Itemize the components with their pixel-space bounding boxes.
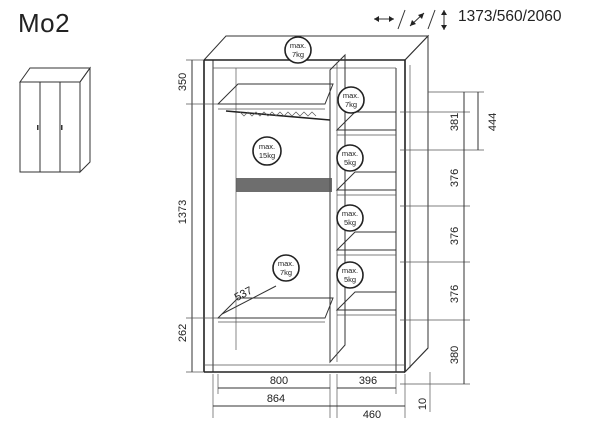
hanging-rail <box>239 111 317 117</box>
load-badge: max. 7kg <box>284 36 312 64</box>
load-badges: max. 7kg max. 7kg max. 15kg max. 5kg max… <box>252 36 365 289</box>
closed-wardrobe-thumbnail <box>19 66 91 174</box>
bottom-dimensions: 800 864 396 460 <box>212 374 406 421</box>
svg-text:max.: max. <box>278 259 294 268</box>
svg-text:max.: max. <box>342 266 358 275</box>
svg-text:7kg: 7kg <box>280 268 292 277</box>
overall-dimensions: 1373/560/2060 <box>458 8 562 25</box>
load-badge: max. 5kg <box>336 144 364 172</box>
dimension-icons <box>374 9 447 30</box>
svg-text:7kg: 7kg <box>292 50 304 59</box>
svg-text:5kg: 5kg <box>344 275 356 284</box>
load-badge: max. 5kg <box>336 204 364 232</box>
load-badge: max. 7kg <box>337 86 365 114</box>
svg-text:5kg: 5kg <box>344 158 356 167</box>
load-badge: max. 15kg <box>252 136 282 166</box>
svg-text:max.: max. <box>342 209 358 218</box>
depth-arrow-icon <box>409 12 425 27</box>
svg-text:15kg: 15kg <box>259 151 275 160</box>
dim-396: 396 <box>359 375 377 387</box>
dim-444: 444 <box>487 113 499 131</box>
load-badge: max. 5kg <box>336 261 364 289</box>
wardrobe-drawing <box>202 34 430 374</box>
dim-10: 10 <box>417 398 429 410</box>
svg-text:max.: max. <box>343 91 359 100</box>
svg-text:max.: max. <box>259 142 275 151</box>
svg-text:5kg: 5kg <box>344 218 356 227</box>
model-title: Mo2 <box>18 8 71 38</box>
right-dimensions: 381 444 376 376 376 380 10 <box>400 91 499 412</box>
load-badge: max. 7kg <box>272 254 300 282</box>
width-arrow-icon <box>374 16 394 22</box>
dim-1373: 1373 <box>177 200 189 224</box>
svg-text:max.: max. <box>290 41 306 50</box>
svg-text:max.: max. <box>342 149 358 158</box>
height-arrow-icon <box>441 10 447 30</box>
svg-text:7kg: 7kg <box>345 100 357 109</box>
dim-376-b: 376 <box>449 227 461 245</box>
dim-381: 381 <box>449 113 461 131</box>
dim-262: 262 <box>177 324 189 342</box>
dim-800: 800 <box>270 375 288 387</box>
dim-460: 460 <box>363 409 381 421</box>
dim-350: 350 <box>177 73 189 91</box>
left-dimensions: 350 1373 262 537 <box>177 59 277 373</box>
dim-376-c: 376 <box>449 285 461 303</box>
dim-864: 864 <box>267 393 285 405</box>
dim-376-a: 376 <box>449 169 461 187</box>
dim-380: 380 <box>449 346 461 364</box>
